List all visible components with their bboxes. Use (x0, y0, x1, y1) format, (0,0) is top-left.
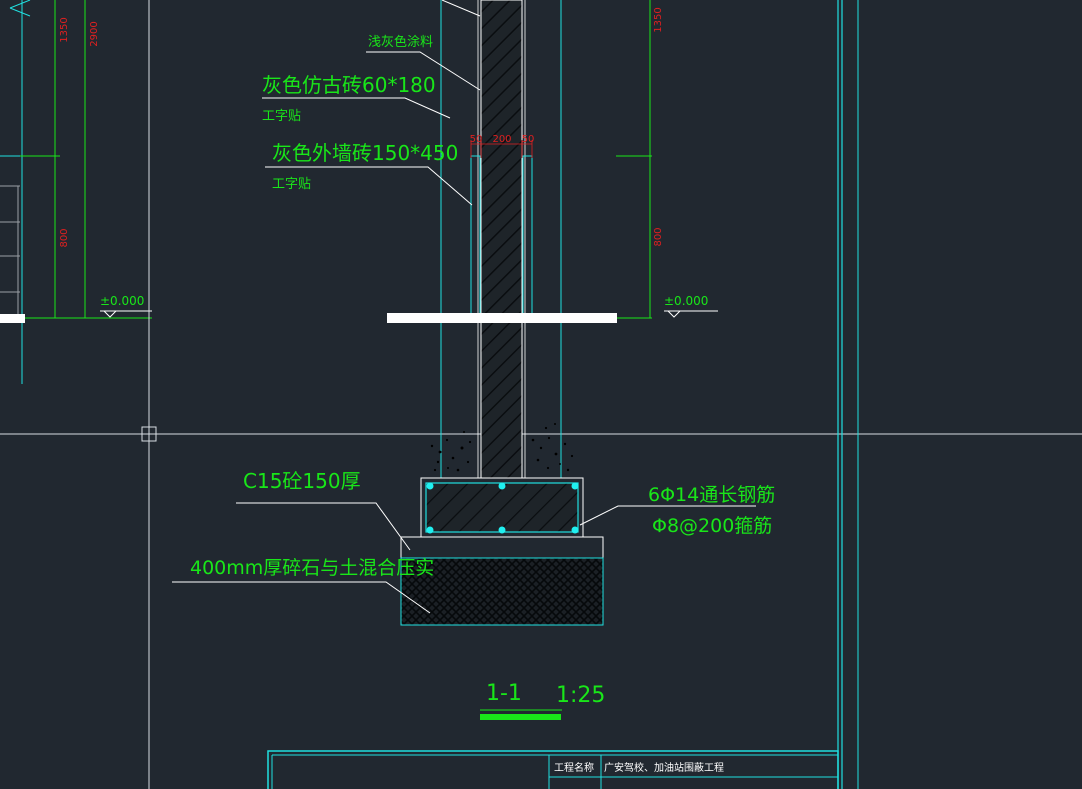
wall-top-dimension (470, 140, 533, 158)
dim-top-right: 50 (522, 134, 535, 145)
label-paint: 浅灰色涂料 (368, 34, 433, 50)
wall-section (387, 0, 617, 479)
label-rebar-long: 6Φ14通长钢筋 (648, 484, 775, 506)
dim-left-lower: 800 (59, 228, 70, 247)
elevation-right: ±0.000 (664, 294, 708, 308)
left-elevation (0, 0, 152, 384)
dim-top-mid: 200 (492, 134, 511, 145)
dim-right-upper: 1350 (653, 7, 664, 32)
right-elevation (616, 0, 718, 319)
elevation-left: ±0.000 (100, 294, 144, 308)
label-tile-b-pattern: 工字贴 (272, 177, 311, 192)
title-project-label: 工程名称 (554, 761, 594, 774)
footing-beam (420, 477, 584, 538)
dim-right-lower: 800 (653, 227, 664, 246)
label-rebar-stirrup: Φ8@200箍筋 (652, 515, 772, 537)
dim-left-upper: 1350 (59, 17, 70, 42)
label-gravel: 400mm厚碎石与土混合压实 (190, 557, 434, 579)
concrete-cushion (400, 536, 604, 559)
label-concrete: C15砼150厚 (243, 469, 361, 493)
title-block (267, 750, 839, 789)
label-tile-a-pattern: 工字贴 (262, 109, 301, 124)
gravel-bed (400, 557, 604, 626)
label-tile-a: 灰色仿古砖60*180 (262, 73, 436, 97)
leader-lines (172, 0, 756, 614)
section-id: 1-1 (486, 681, 522, 706)
soil-speckle (430, 423, 574, 472)
title-project-name: 广安驾校、加油站围蔽工程 (604, 761, 724, 774)
section-underline (480, 714, 561, 720)
section-scale: 1:25 (556, 683, 605, 708)
dim-left-total: 2900 (89, 21, 100, 46)
dim-top-left: 50 (470, 134, 483, 145)
label-tile-b: 灰色外墙砖150*450 (272, 141, 458, 165)
